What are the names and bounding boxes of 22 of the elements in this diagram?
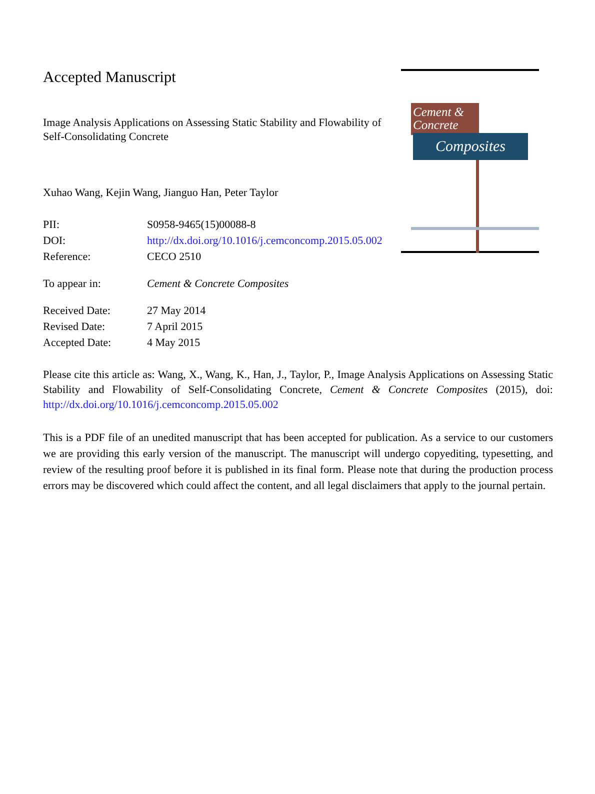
field-value: Cement & Concrete Composites — [147, 277, 289, 291]
field-value: S0958-9465(15)00088-8 — [147, 218, 256, 232]
page-title: Accepted Manuscript — [43, 69, 176, 87]
field-label: Revised Date: — [43, 320, 106, 334]
disclaimer-text: This is a PDF file of an unedited manuscript that has been accepted for publication. As a service to our customers we are providing this early version of the manuscript. The manuscript will undergo copyediting, typesetting, and review of the resulting proof before it is published in its final form. Please note that during the production process errors may be discovered which could affect the content, and all legal disclaimers that apply to the journal pertain. — [43, 431, 553, 494]
field-label: DOI: — [43, 234, 66, 248]
field-value: 4 May 2015 — [147, 336, 200, 350]
doi-link: http://dx.doi.org/10.1016/j.cemconcomp.2015.05.002 — [43, 399, 278, 411]
article-title: Image Analysis Applications on Assessing Static Stability and Flowability of Self-Consolidating Concrete — [43, 116, 382, 144]
doi-link: http://dx.doi.org/10.1016/j.cemconcomp.2015.05.002 — [147, 234, 382, 248]
field-value: 7 April 2015 — [147, 320, 203, 334]
field-value: CECO 2510 — [147, 250, 202, 264]
cover-title: Cement & Concrete — [413, 106, 466, 132]
cover-title: Composites — [435, 138, 506, 154]
field-label: Reference: — [43, 250, 91, 264]
field-label: PII: — [43, 218, 60, 232]
citation-text: Please cite this article as: Wang, X., Wang, K., Han, J., Taylor, P., Image Analysis Applications on Assessing Static Stability and Flowability of Self-Consolidating Concrete, Cement & Concrete Composites (2015), doi: http://dx.doi.org/10.1016/j.cemconcomp.2015.05.002 — [43, 368, 553, 413]
field-label: Received Date: — [43, 304, 110, 318]
author-list: Xuhao Wang, Kejin Wang, Jianguo Han, Peter Taylor — [43, 186, 278, 200]
field-value: 27 May 2014 — [147, 304, 206, 318]
field-label: To appear in: — [43, 277, 101, 291]
field-label: Accepted Date: — [43, 336, 112, 350]
